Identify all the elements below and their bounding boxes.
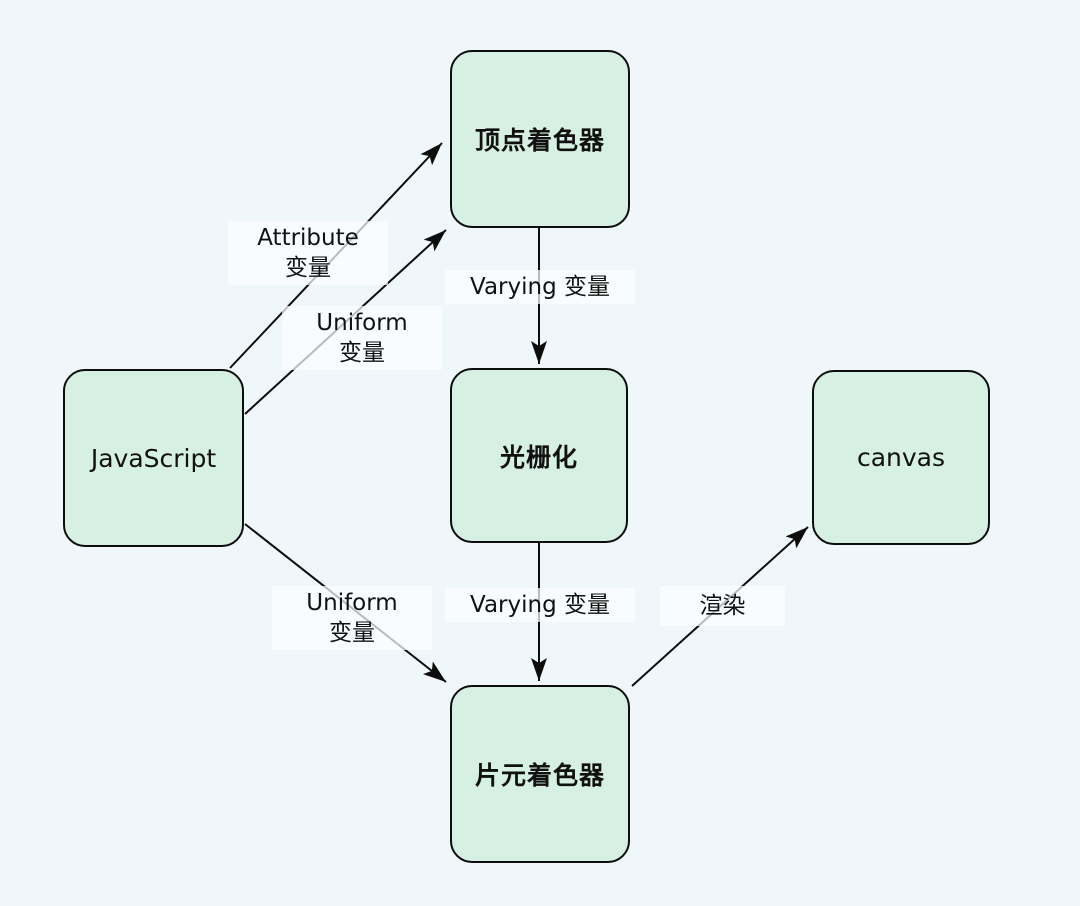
node-vertex-shader-label: 顶点着色器 (474, 126, 605, 155)
node-canvas: canvas (812, 370, 990, 545)
node-vertex-shader: 顶点着色器 (450, 50, 630, 228)
edge-label-varying-variable-bottom: Varying 变量 (445, 588, 635, 622)
edge-label-render: 渲染 (660, 586, 785, 626)
node-javascript-label: JavaScript (90, 443, 217, 473)
node-rasterization: 光栅化 (450, 368, 628, 543)
edge-label-varying-variable-top: Varying 变量 (445, 270, 635, 304)
node-fragment-shader: 片元着色器 (450, 685, 630, 863)
edge-label-uniform-variable-top: Uniform 变量 (282, 306, 442, 370)
node-javascript: JavaScript (63, 369, 244, 547)
edge-label-attribute-variable: Attribute 变量 (228, 221, 388, 285)
node-fragment-shader-label: 片元着色器 (474, 761, 605, 790)
node-canvas-label: canvas (856, 443, 946, 472)
edge-label-uniform-variable-bottom: Uniform 变量 (272, 586, 432, 650)
node-rasterization-label: 光栅化 (499, 442, 578, 472)
